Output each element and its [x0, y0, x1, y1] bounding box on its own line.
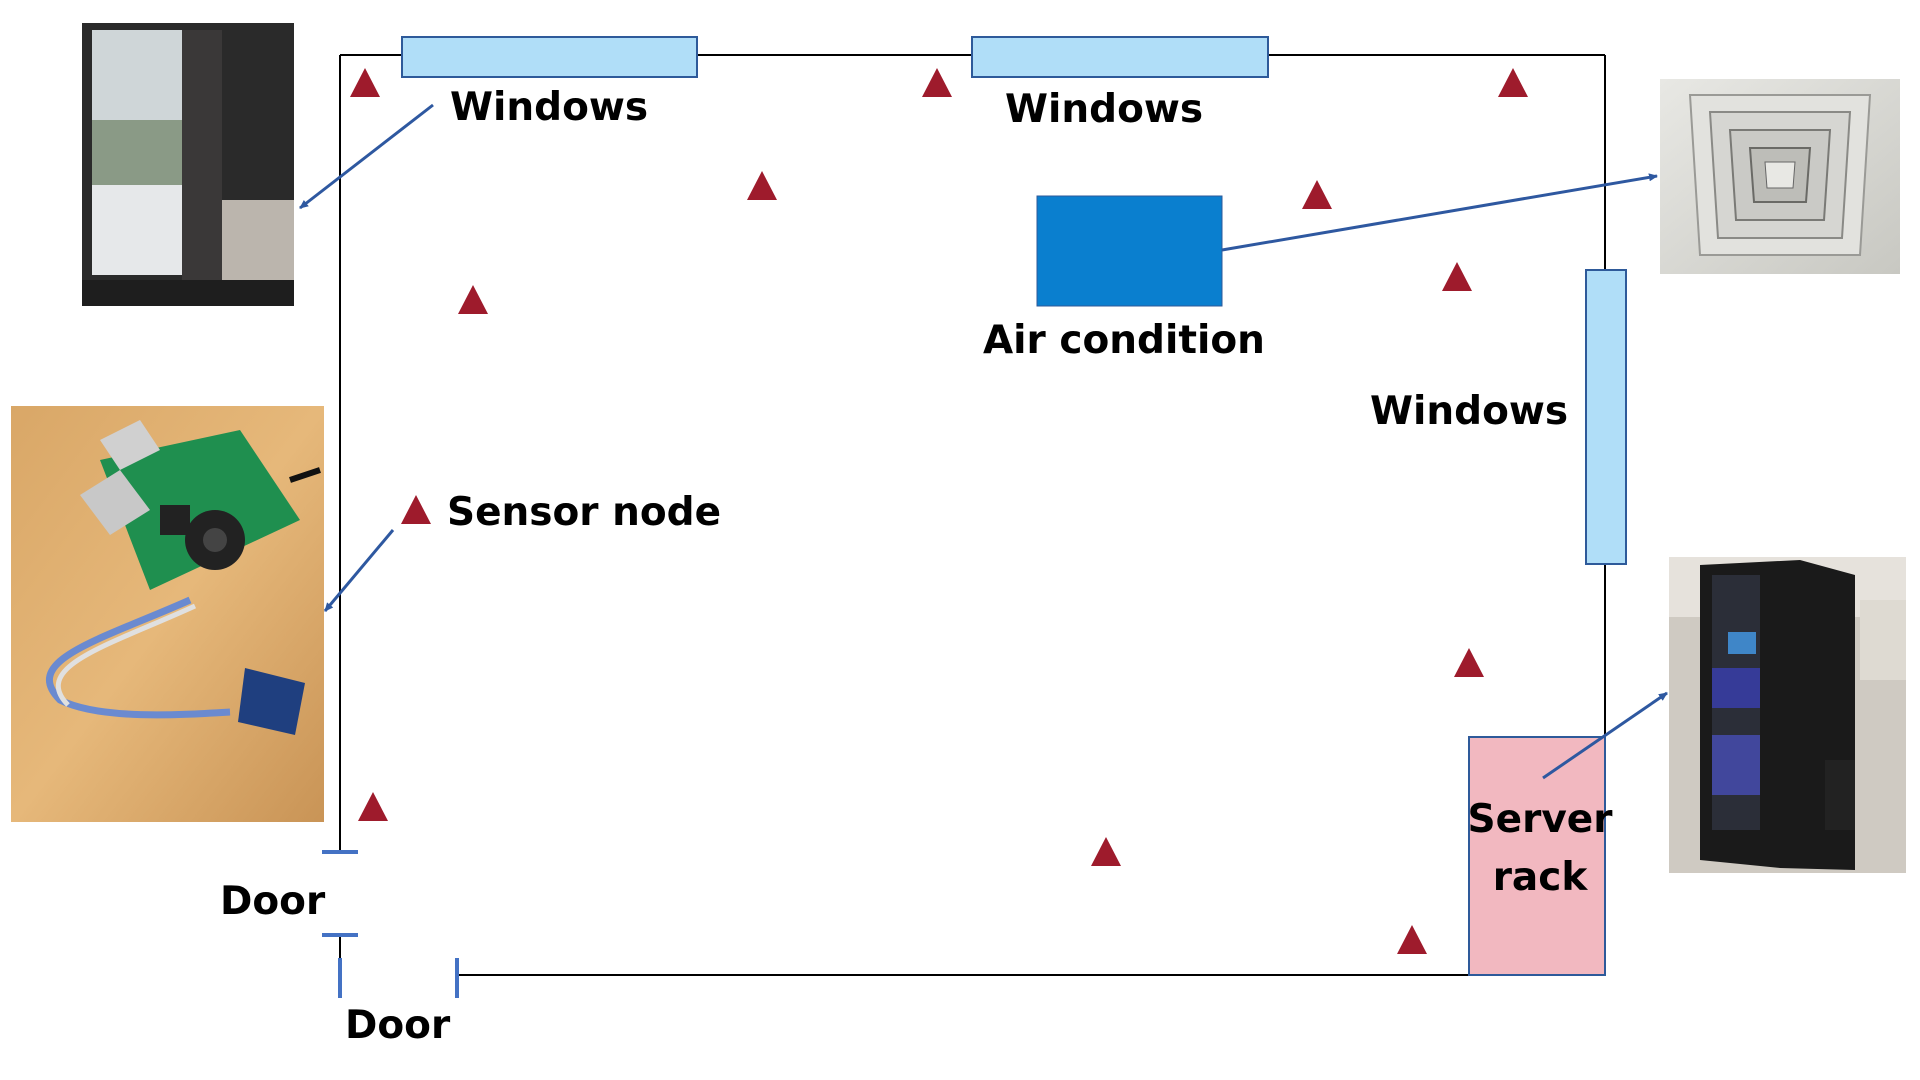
air-condition-unit — [1036, 195, 1223, 307]
label-server-rack-line1: Server — [1468, 797, 1614, 842]
arrow-window — [299, 103, 434, 210]
label-windows-top-left: Windows — [450, 85, 648, 130]
label-server-rack-line2: rack — [1493, 855, 1589, 900]
label-air-condition: Air condition — [983, 318, 1265, 363]
arrow-sensor-node — [323, 529, 395, 612]
sensor-marker — [350, 68, 380, 97]
label-windows-right: Windows — [1370, 389, 1568, 434]
sensor-marker — [1442, 262, 1472, 291]
sensor-marker — [922, 68, 952, 97]
window-photo — [82, 23, 294, 306]
window-top-left — [401, 36, 698, 78]
pointer-arrows — [299, 103, 1668, 780]
server-rack-box — [1468, 736, 1606, 976]
sensor-marker — [1498, 68, 1528, 97]
window-right — [1585, 269, 1627, 565]
arrow-air-condition — [1221, 173, 1658, 252]
label-door-left: Door — [220, 879, 326, 924]
sensor-marker — [1302, 180, 1332, 209]
air-vent-photo — [1660, 79, 1900, 274]
window-top-right — [971, 36, 1269, 78]
sensor-marker — [1454, 648, 1484, 677]
sensor-markers — [350, 68, 1528, 954]
sensor-marker — [358, 792, 388, 821]
label-sensor-node: Sensor node — [447, 490, 721, 535]
label-door-bottom: Door — [345, 1003, 451, 1048]
label-windows-top-right: Windows — [1005, 87, 1203, 132]
door-markers — [322, 850, 459, 998]
sensor-marker — [401, 495, 431, 524]
server-rack-photo — [1669, 557, 1906, 873]
sensor-marker — [1397, 925, 1427, 954]
sensor-marker — [747, 171, 777, 200]
arrow-server-rack — [1542, 691, 1668, 780]
sensor-node-photo — [11, 406, 324, 822]
sensor-marker — [1091, 837, 1121, 866]
sensor-marker — [458, 285, 488, 314]
